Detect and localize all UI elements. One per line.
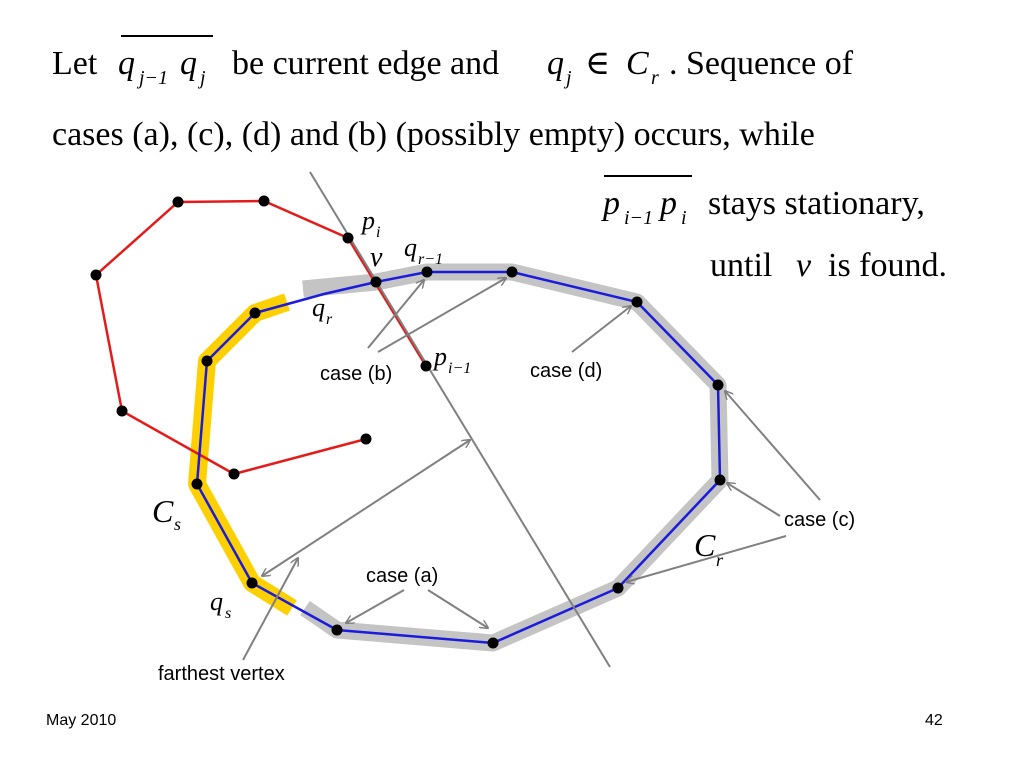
vertex [631, 296, 643, 308]
label-farthest-vertex: farthest vertex [158, 663, 285, 685]
title-edge-sub2: j [197, 67, 206, 89]
label-pi-1-sub: i−1 [448, 360, 471, 377]
vertices [90, 195, 726, 649]
gray-highlight-upper [300, 263, 729, 652]
supporting-line [309, 171, 611, 668]
arrows [242, 278, 821, 661]
title-mid: be current edge and [232, 45, 499, 82]
vertex-v [370, 276, 382, 288]
polygon-p [94, 199, 428, 476]
footer: May 2010 42 [46, 712, 943, 729]
vertex-qr-1 [421, 266, 433, 278]
title-text: Let q j−1 q j be current edge and q j ∈ … [52, 35, 947, 284]
title-end: . Sequence of [669, 45, 854, 82]
title-p2-sub: i [681, 207, 687, 229]
title-edge-q2: q [180, 45, 197, 82]
vertex [172, 196, 184, 208]
label-pi-1: p [432, 342, 447, 371]
vertex [360, 433, 372, 445]
vertex [116, 405, 128, 417]
title-line4-end: is found. [828, 247, 947, 284]
label-qs-sub: s [225, 605, 231, 622]
vertex [612, 582, 624, 594]
vertex [191, 478, 203, 490]
label-qr: q [312, 293, 325, 322]
label-cr-sub: r [716, 550, 724, 570]
math-labels: p i v q r−1 q r p i−1 C s q s C r [152, 206, 724, 622]
title-line3-end: stays stationary, [708, 185, 925, 222]
vertex [90, 269, 102, 281]
title-q: q [547, 45, 564, 82]
vertex-qr [249, 307, 261, 319]
vertex [506, 266, 518, 278]
title-in: ∈ [585, 45, 610, 82]
title-p2: p [658, 185, 677, 222]
label-case-d: case (d) [530, 360, 602, 382]
vertex [714, 474, 726, 486]
label-cr: C [694, 527, 716, 563]
vertex-qs [246, 577, 258, 589]
label-case-c: case (c) [784, 509, 855, 531]
vertex [712, 379, 724, 391]
arrow-cr [626, 535, 787, 582]
label-case-b: case (b) [320, 363, 392, 385]
title-edge-q1: q [118, 45, 135, 82]
footer-date: May 2010 [46, 712, 116, 729]
case-labels: case (b) case (d) case (c) case (a) fart… [158, 360, 855, 685]
title-C-sub: r [651, 67, 659, 89]
arrow-case-c-2 [727, 483, 781, 517]
arrow-case-c-1 [725, 391, 821, 501]
arrow-farthest [242, 558, 298, 661]
arrow-distance [262, 440, 470, 576]
arrow-case-a-2 [427, 589, 488, 628]
vertex [228, 468, 240, 480]
label-v: v [370, 242, 383, 273]
vertex [201, 355, 213, 367]
vertex-pi [342, 232, 354, 244]
label-qr-sub: r [326, 311, 333, 328]
label-pi: p [360, 206, 375, 235]
title-until: until [710, 247, 772, 284]
vertex [487, 637, 499, 649]
yellow-highlight [188, 293, 297, 616]
vertex-pi-1 [420, 360, 432, 372]
vertex [331, 624, 343, 636]
arrow-case-d [571, 306, 631, 353]
arrow-case-b-2 [377, 278, 506, 353]
vertex [258, 195, 270, 207]
label-cs-sub: s [174, 514, 181, 534]
label-cs: C [152, 493, 174, 529]
label-qr-1: q [404, 233, 417, 262]
arrow-case-a-1 [346, 589, 405, 623]
label-qs: q [210, 587, 223, 616]
title-line2: cases (a), (c), (d) and (b) (possibly em… [52, 116, 815, 153]
footer-page-number: 42 [925, 712, 943, 729]
label-qr-1-sub: r−1 [418, 251, 443, 268]
label-case-a: case (a) [366, 565, 438, 587]
title-p1: p [601, 185, 620, 222]
arrow-case-b-1 [367, 280, 424, 349]
title-let: Let [52, 45, 98, 82]
label-pi-sub: i [376, 224, 380, 241]
title-v: v [796, 247, 812, 284]
title-p1-sub: i−1 [624, 207, 653, 229]
title-q-sub: j [563, 67, 572, 89]
title-C: C [626, 45, 649, 82]
title-edge-sub1: j−1 [136, 67, 168, 89]
